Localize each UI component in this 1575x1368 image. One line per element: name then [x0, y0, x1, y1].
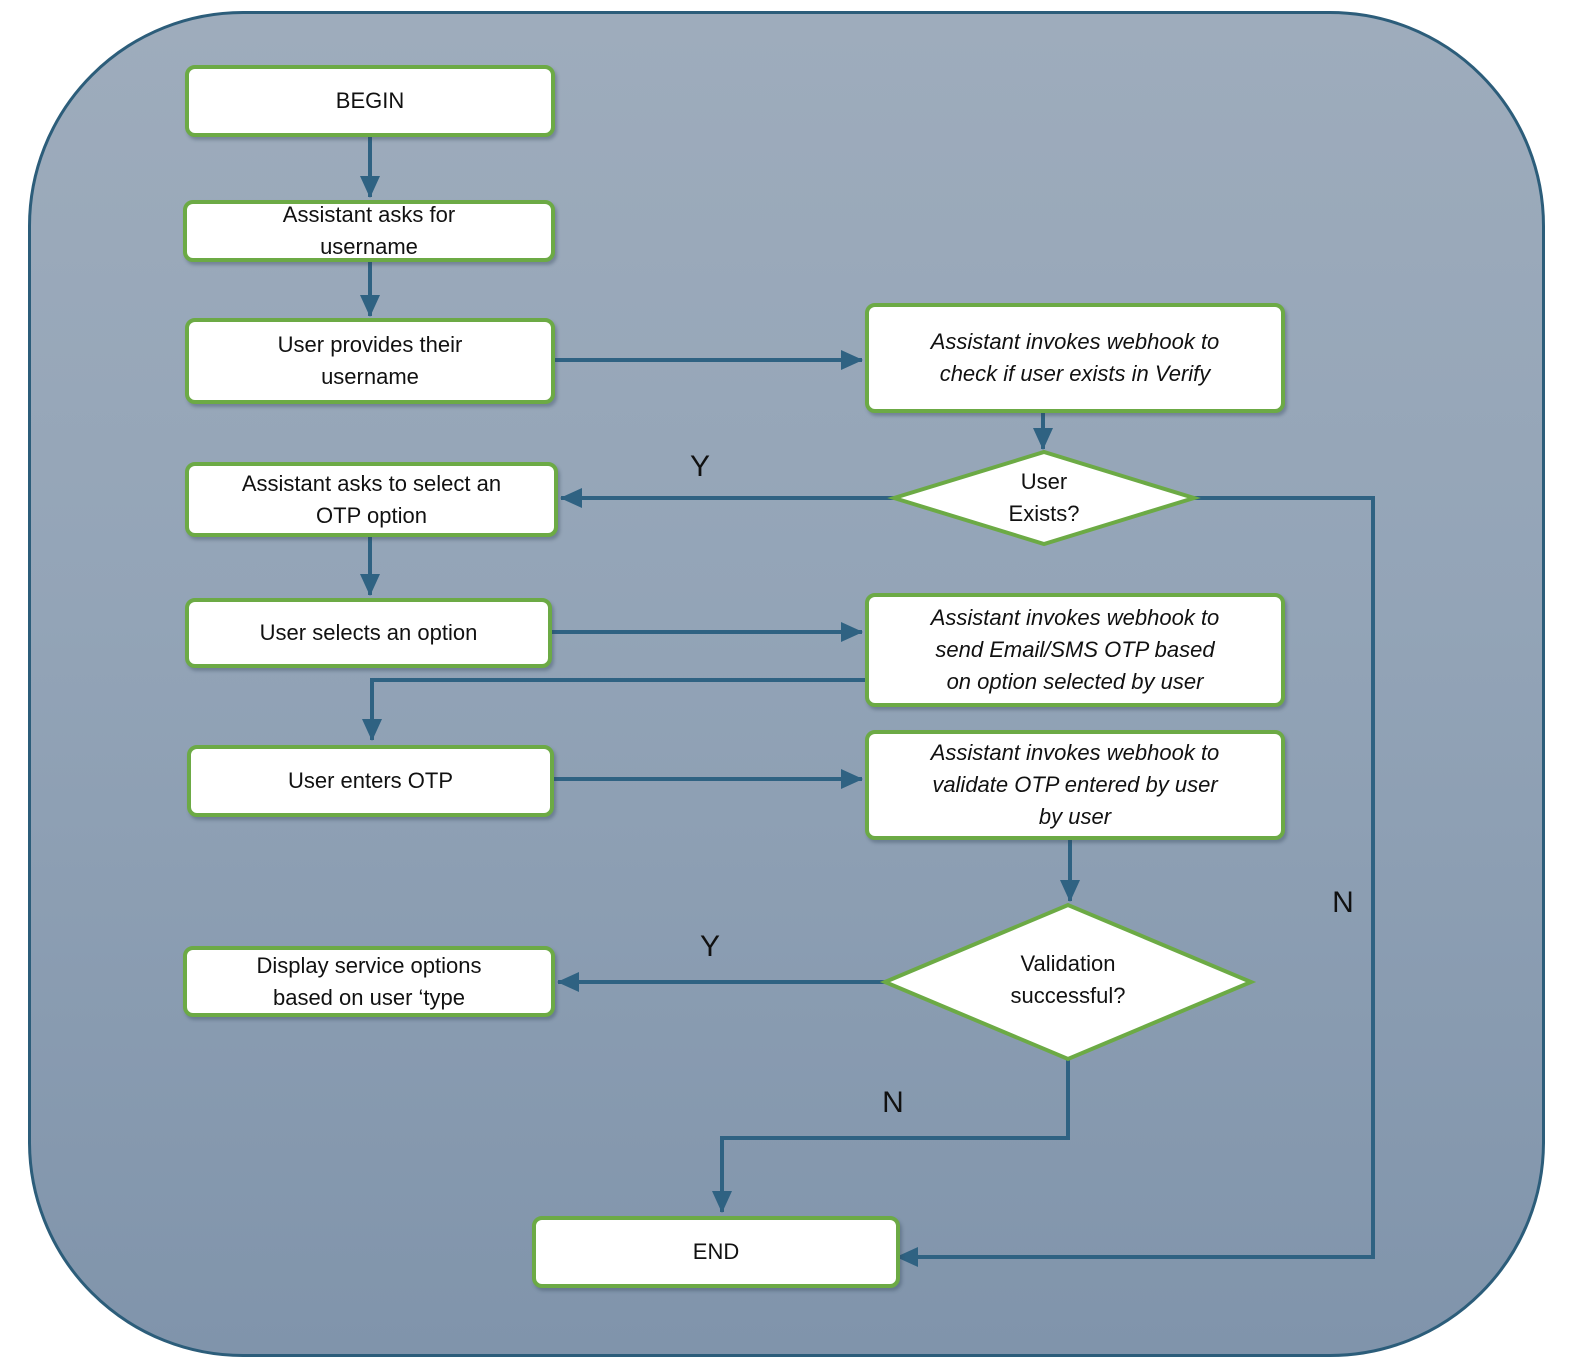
node-webhook-validate-otp: Assistant invokes webhook to validate OT…: [865, 730, 1285, 840]
node-webhook-check-user: Assistant invokes webhook to check if us…: [865, 303, 1285, 413]
node-display-service-options: Display service options based on user ‘t…: [183, 946, 555, 1017]
node-provides-username: User provides their username: [185, 318, 555, 404]
node-end: END: [532, 1216, 900, 1288]
node-begin: BEGIN: [185, 65, 555, 137]
node-ask-otp-option: Assistant asks to select an OTP option: [185, 462, 558, 537]
node-selects-option: User selects an option: [185, 598, 552, 668]
edge-label-user-exists-no: N: [1332, 886, 1354, 919]
node-ask-username: Assistant asks for username: [183, 200, 555, 262]
node-webhook-send-otp: Assistant invokes webhook to send Email/…: [865, 593, 1285, 707]
edge-label-validation-yes: Y: [699, 930, 720, 963]
node-validation-successful-label: Validation successful?: [1010, 951, 1126, 1008]
edge-label-user-exists-yes: Y: [689, 450, 710, 483]
node-user-exists-label: User Exists?: [1008, 469, 1080, 526]
edge-label-validation-no: N: [882, 1086, 904, 1119]
node-enters-otp: User enters OTP: [187, 745, 554, 817]
